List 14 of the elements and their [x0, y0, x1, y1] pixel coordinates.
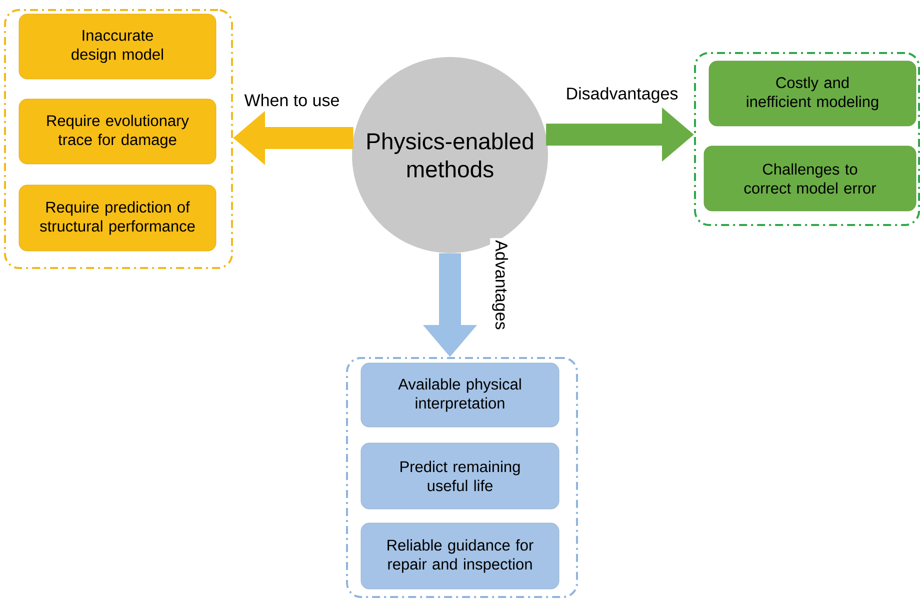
item-box: Challenges to correct model error: [704, 146, 916, 212]
edge-label: When to use: [242, 92, 342, 108]
item-box: Costly and inefficient modeling: [708, 60, 916, 126]
group-frame: [4, 9, 233, 269]
item-box: Require prediction of structural performance: [18, 184, 216, 252]
item-box: Inaccurate design model: [18, 14, 216, 80]
edge-label: Disadvantages: [564, 85, 680, 105]
item-box: Available physical interpretation: [360, 362, 560, 428]
group-frame: [346, 357, 578, 598]
item-box: Require evolutionary trace for damage: [18, 98, 216, 164]
edge-label: Advantages: [490, 238, 510, 332]
item-box: Reliable guidance for repair and inspection: [360, 522, 560, 590]
item-box: Predict remaining useful life: [360, 442, 560, 510]
group-frame: [694, 52, 920, 226]
